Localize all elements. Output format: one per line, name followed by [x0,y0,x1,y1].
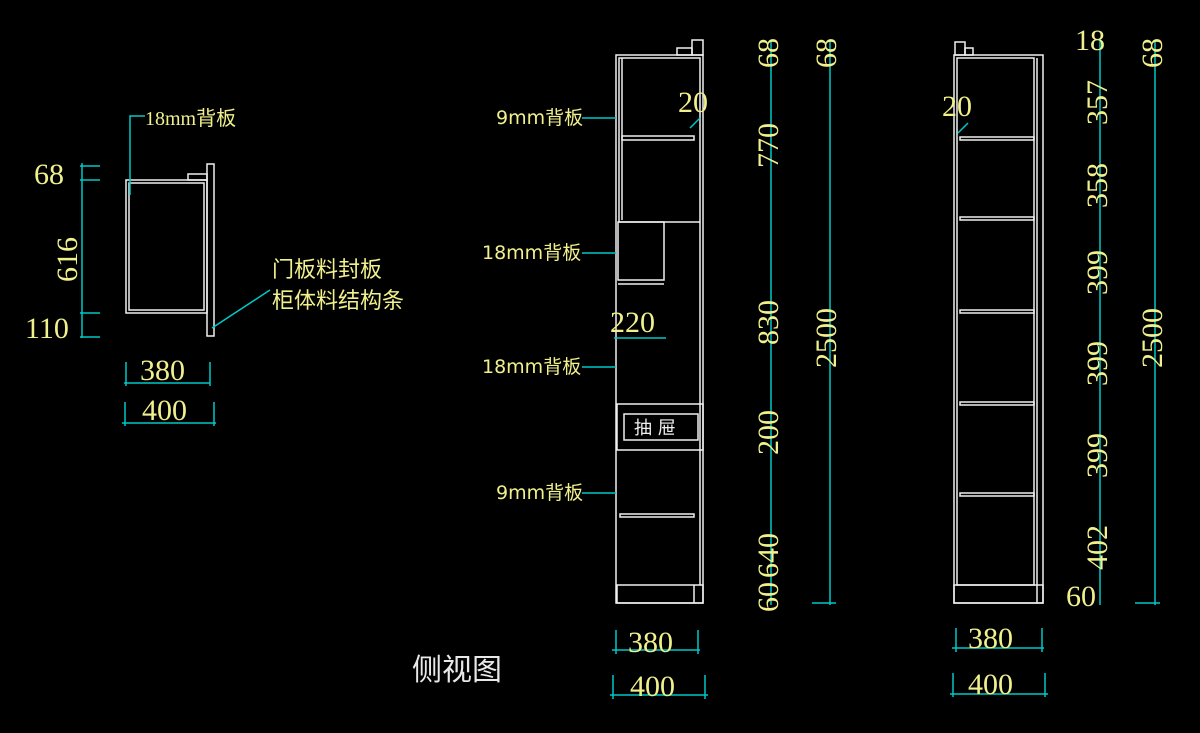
drawer-label-box [623,413,699,441]
right-side-view: 20 18 357 358 399 399 399 402 60 68 2500… [942,24,1169,701]
dimension-label: 830 [752,300,785,345]
cabinet-body [125,179,208,314]
dim-20: 20 [678,86,708,119]
drawing-line [187,173,208,181]
dimension-label: 399 [1081,341,1114,386]
drawing-line [959,401,1035,406]
drawing-line [619,513,695,518]
dimension-label: 358 [1081,163,1114,208]
drawing-line [959,309,1035,314]
door-panel [206,163,215,337]
label-18mm-back-2: 18mm背板 [482,356,581,378]
dim-616: 616 [51,237,84,282]
dim-400: 400 [968,668,1013,701]
left-side-view: 18mm背板 门板料封板 柜体料结构条 68 616 110 380 400 [25,107,404,427]
dimension-label: 200 [752,410,785,455]
dimension-label: 770 [752,123,785,168]
middle-side-view: 抽 屉 9mm背板 18mm背板 18mm背板 9mm背板 20 220 68 … [482,38,843,703]
drawing-line [964,47,974,56]
drawing-line [617,221,665,281]
drawing-line [689,117,701,129]
drawing-line [954,41,966,56]
left-horizontal-dims: 380 400 [122,354,216,427]
drawing-line [957,122,969,134]
dimension-label: 2500 [810,308,843,368]
right-dims-column2: 68 2500 [1135,38,1169,605]
drawing-line [959,136,1035,141]
dim-380: 380 [968,622,1013,655]
drawer [616,403,704,451]
drawing-line [959,216,1035,221]
dimension-label: 68 [1136,38,1169,68]
dimension-label: 68 [810,38,843,68]
label-9mm-back-top: 9mm背板 [496,107,583,129]
dim-220: 220 [610,306,655,339]
drawing-line [128,182,205,311]
label-18mm-back-1: 18mm背板 [482,242,581,264]
dim-380: 380 [140,354,185,387]
dimension-label: 18 [1075,24,1105,57]
dim-400: 400 [630,670,675,703]
dimension-label: 399 [1081,433,1114,478]
drawing-line [621,135,695,141]
note-line1: 门板料封板 [272,258,382,283]
dim-400: 400 [142,394,187,427]
dimension-label: 68 [752,38,785,68]
dimension-label: 357 [1081,80,1114,125]
drawing-line [616,584,704,604]
left-vertical-dims: 68 616 110 [25,158,100,345]
drawing-line [691,39,704,56]
drawing-line [676,47,693,56]
back-panel-label: 18mm背板 [145,107,236,130]
label-9mm-back-bottom: 9mm背板 [496,482,583,504]
back-panel-leader [129,115,145,195]
middle-dims-column2: 68 2500 [810,38,843,605]
dim-110: 110 [25,312,69,345]
right-dims-column1: 18 357 358 399 399 399 402 60 [1066,24,1114,613]
dimension-label: 60 [752,582,785,612]
dimension-label: 402 [1081,525,1114,570]
dim-68: 68 [34,158,64,191]
note-line2: 柜体料结构条 [272,289,404,314]
drawer-label: 抽 屉 [634,418,676,439]
dim-20: 20 [942,90,972,123]
drawing-line [959,492,1035,497]
dim-380: 380 [628,626,673,659]
dimension-label: 60 [1066,580,1096,613]
note-leader [211,289,271,329]
dimension-label: 399 [1081,250,1114,295]
drawing-line [953,584,1044,604]
dimension-label: 640 [752,533,785,578]
middle-dims-column1: 68 770 830 200 640 60 [752,38,785,612]
drawing-title: 侧视图 [412,653,502,688]
dimension-label: 2500 [1136,308,1169,368]
